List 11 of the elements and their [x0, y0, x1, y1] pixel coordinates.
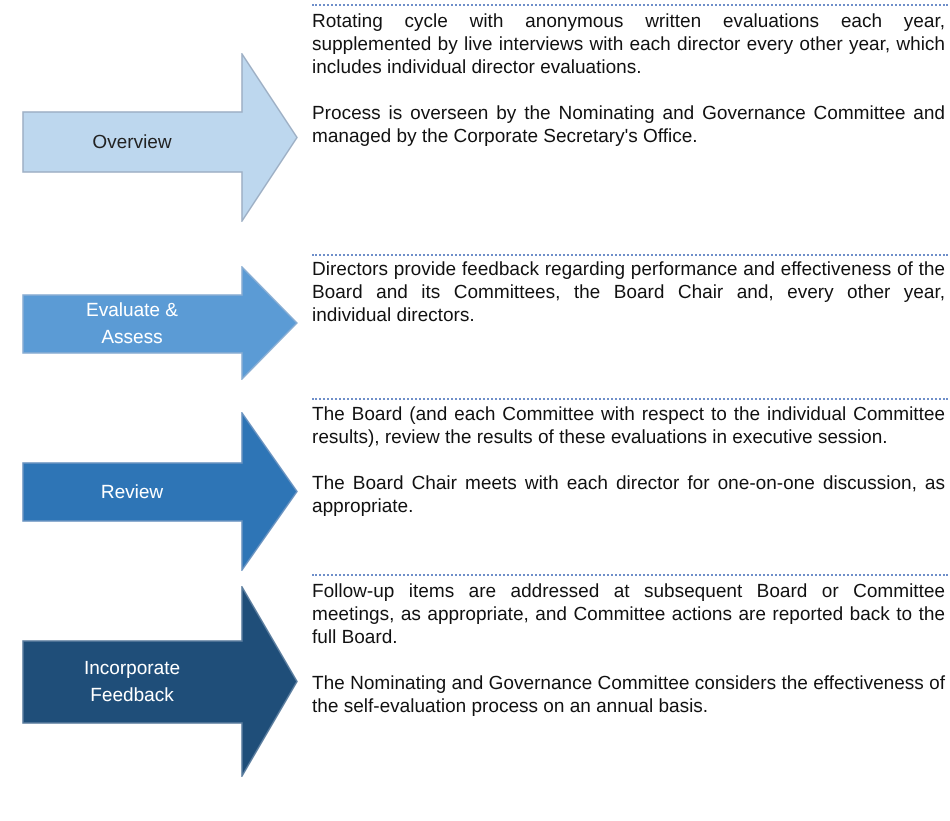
step-label: Review	[100, 480, 164, 504]
description-paragraph: Directors provide feedback regarding performance and effectiveness of the Board and its Committees, the Board Chair and, every other year, individual directors.	[312, 258, 945, 327]
description-paragraph: The Board (and each Committee with respect to the individual Committee results), review the results of these evaluations in executive session.	[312, 403, 945, 449]
description-paragraph: Rotating cycle with anonymous written evaluations each year, supplemented by live interviews with each director every other year, which includes individual director evaluations.	[312, 10, 945, 79]
step-label: Overview	[92, 130, 172, 154]
step-label: Incorporate Feedback	[82, 657, 182, 708]
description-paragraph: Process is overseen by the Nominating and Governance Committee and managed by the Corporate Secretary's Office.	[312, 102, 945, 148]
step-label: Evaluate & Assess	[85, 299, 179, 350]
description-paragraph: Follow-up items are addressed at subsequent Board or Committee meetings, as appropriate, and Committee actions are reported back to the full Board.	[312, 580, 945, 649]
description-paragraph: The Nominating and Governance Committee considers the effectiveness of the self-evaluation process on an annual basis.	[312, 672, 945, 718]
description-paragraph: The Board Chair meets with each director for one-on-one discussion, as appropriate.	[312, 472, 945, 518]
